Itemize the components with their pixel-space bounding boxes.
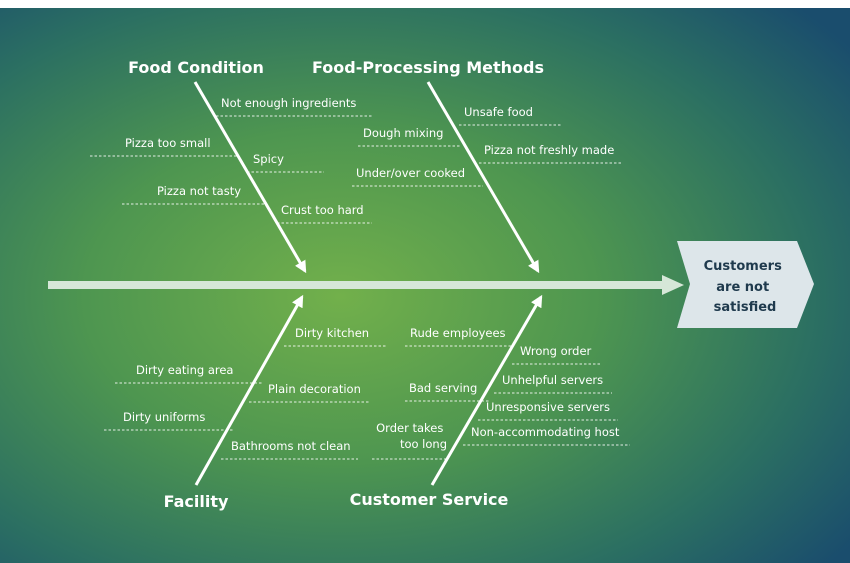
cause-rude-employees: Rude employees — [410, 326, 506, 340]
bone-customer-service — [430, 294, 543, 486]
cause-not-enough-ingredients: Not enough ingredients — [221, 96, 356, 110]
effect-line-1: Customers — [704, 259, 782, 274]
cause-under-over-cooked: Under/over cooked — [356, 166, 465, 180]
bone-facility — [194, 294, 304, 486]
cause-order-takes-too-long: Order takes too long — [376, 421, 447, 451]
cause-spicy: Spicy — [253, 152, 284, 166]
cause-unsafe-food: Unsafe food — [464, 105, 533, 119]
effect-line-2: are not — [716, 280, 769, 295]
spine-arrowhead — [662, 275, 684, 295]
bone-food-condition — [193, 81, 307, 274]
cause-order-takes-line-1: Order takes — [376, 421, 443, 435]
cause-bathrooms-not-clean: Bathrooms not clean — [231, 439, 351, 453]
cause-plain-decoration: Plain decoration — [268, 382, 361, 396]
category-customer-service: Customer Service — [350, 490, 509, 509]
cause-unhelpful-servers: Unhelpful servers — [502, 373, 603, 387]
category-food-condition: Food Condition — [128, 58, 264, 77]
category-facility: Facility — [164, 492, 229, 511]
effect-line-3: satisfied — [714, 300, 777, 315]
cause-dirty-uniforms: Dirty uniforms — [123, 410, 205, 424]
cause-pizza-too-small: Pizza too small — [125, 136, 211, 150]
cause-wrong-order: Wrong order — [520, 344, 592, 358]
cause-pizza-not-freshly-made: Pizza not freshly made — [484, 143, 614, 157]
cause-order-takes-line-2: too long — [400, 437, 447, 451]
spine — [48, 281, 673, 289]
effect-box — [677, 241, 814, 328]
effect-label: Customers are not satisfied — [704, 259, 787, 315]
cause-dough-mixing: Dough mixing — [363, 126, 443, 140]
cause-pizza-not-tasty: Pizza not tasty — [157, 184, 241, 198]
cause-dirty-kitchen: Dirty kitchen — [295, 326, 369, 340]
cause-crust-too-hard: Crust too hard — [281, 203, 364, 217]
category-food-processing: Food-Processing Methods — [312, 58, 544, 77]
cause-non-accommodating-host: Non-accommodating host — [471, 425, 620, 439]
cause-dirty-eating-area: Dirty eating area — [136, 363, 233, 377]
bone-food-processing — [426, 81, 540, 274]
cause-bad-serving: Bad serving — [409, 381, 477, 395]
cause-unresponsive-servers: Unresponsive servers — [486, 400, 610, 414]
